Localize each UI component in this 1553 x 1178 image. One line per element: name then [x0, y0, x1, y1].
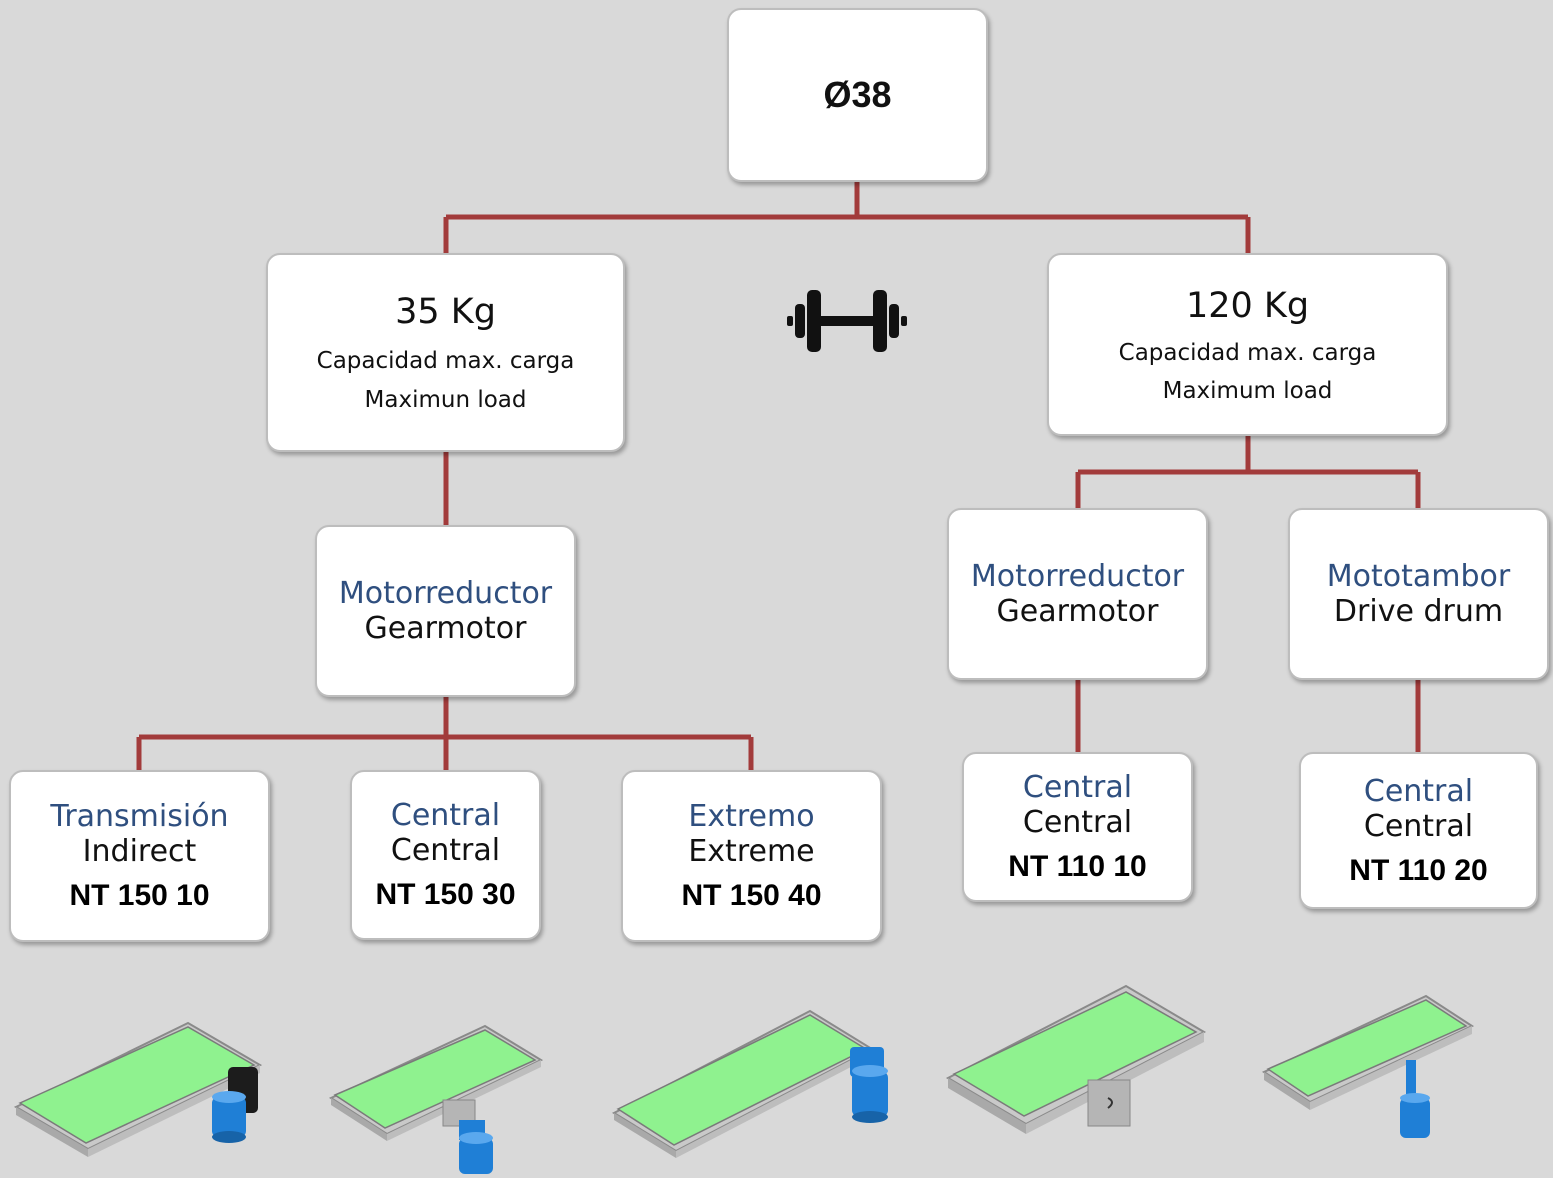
model-label-en: Extreme — [688, 834, 815, 869]
model-node-nt11020: Central Central NT 110 20 — [1299, 752, 1538, 909]
load-35-node: 35 Kg Capacidad max. carga Maximun load — [266, 253, 625, 452]
load-35-label-es: Capacidad max. carga — [316, 348, 575, 374]
drive-right-label-es: Mototambor — [1326, 559, 1511, 594]
model-label-es: Central — [390, 798, 501, 833]
drive-mid-node: Motorreductor Gearmotor — [947, 508, 1208, 680]
drive-mid-label-en: Gearmotor — [996, 594, 1159, 629]
root-node: Ø38 — [727, 8, 988, 182]
load-120-node: 120 Kg Capacidad max. carga Maximum load — [1047, 253, 1448, 436]
conveyor-illustration-extreme — [611, 1009, 888, 1158]
model-label-es: Transmisión — [50, 799, 229, 834]
drive-right-node: Mototambor Drive drum — [1288, 508, 1549, 680]
drive-mid-label-es: Motorreductor — [970, 559, 1185, 594]
model-code: NT 150 40 — [681, 879, 822, 912]
load-120-weight: 120 Kg — [1185, 285, 1310, 326]
model-node-nt11010: Central Central NT 110 10 — [962, 752, 1193, 902]
model-label-es: Central — [1022, 770, 1133, 805]
model-label-en: Central — [1022, 805, 1133, 840]
drive-left-node: Motorreductor Gearmotor — [315, 525, 576, 697]
dumbbell-icon — [787, 290, 907, 352]
load-35-label-en: Maximun load — [364, 387, 527, 413]
conveyor-illustration-central-nt11020 — [1261, 994, 1475, 1138]
model-code: NT 150 10 — [69, 879, 210, 912]
root-title: Ø38 — [823, 74, 892, 115]
model-node-nt15010: Transmisión Indirect NT 150 10 — [9, 770, 270, 942]
conveyor-illustration-central — [328, 1024, 544, 1174]
model-label-es: Extremo — [688, 799, 815, 834]
load-120-label-en: Maximum load — [1162, 377, 1333, 404]
model-label-es: Central — [1363, 773, 1474, 809]
drive-left-label-en: Gearmotor — [364, 611, 527, 646]
model-label-en: Central — [1363, 808, 1474, 844]
load-35-weight: 35 Kg — [395, 292, 496, 332]
model-code: NT 150 30 — [375, 878, 516, 911]
model-node-nt15040: Extremo Extreme NT 150 40 — [621, 770, 882, 942]
conveyor-illustration-indirect — [13, 1021, 263, 1157]
conveyor-illustration-central-nt11010 — [945, 984, 1207, 1134]
model-node-nt15030: Central Central NT 150 30 — [350, 770, 541, 940]
drive-left-label-es: Motorreductor — [338, 576, 553, 611]
drive-right-label-en: Drive drum — [1333, 594, 1504, 629]
model-label-en: Central — [390, 833, 501, 868]
model-code: NT 110 20 — [1349, 853, 1488, 887]
load-120-label-es: Capacidad max. carga — [1118, 339, 1377, 366]
model-label-en: Indirect — [82, 834, 197, 869]
model-code: NT 110 10 — [1008, 850, 1147, 883]
